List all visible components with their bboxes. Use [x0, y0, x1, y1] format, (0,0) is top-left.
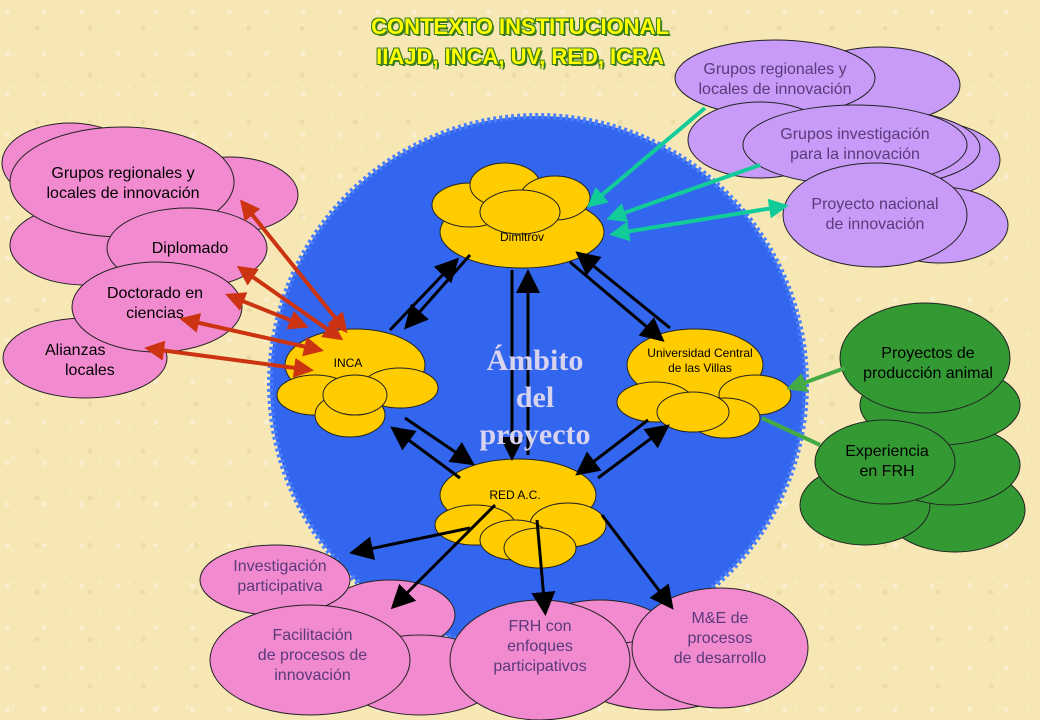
center-line-2: del — [515, 381, 555, 414]
right-experiencia-label: Experiencia en FRH — [812, 442, 962, 482]
right-teal-arrows — [586, 106, 789, 242]
right-grupos-investigacion-line-1: Grupos investigación — [780, 126, 930, 143]
bottom-facilitacion-label: Facilitación de procesos de innovación — [225, 626, 400, 686]
left-alianzas-line-2: locales — [65, 362, 115, 379]
left-grupos-line-1: Grupos regionales y — [51, 165, 195, 182]
left-diplomado-label: Diplomado — [151, 240, 229, 257]
right-green-cluster — [799, 302, 1026, 553]
bottom-me-label: M&E de procesos de desarrollo — [640, 609, 800, 669]
hub-uv — [616, 328, 792, 439]
bottom-investigacion-line-1: Investigación — [233, 558, 327, 575]
right-experiencia-line-2: en FRH — [859, 463, 915, 480]
right-grupos-investigacion-line-2: para la innovación — [790, 146, 920, 163]
hub-inca-label: INCA — [333, 356, 363, 370]
hub-uv-line-2: de las Villas — [668, 361, 732, 375]
hub-uv-line-1: Universidad Central — [647, 346, 753, 360]
right-grupos-regionales-line-1: Grupos regionales y — [703, 61, 847, 78]
left-grupos-label: Grupos regionales y locales de innovació… — [18, 164, 228, 204]
title-line-1: CONTEXTO INSTITUCIONAL — [371, 14, 669, 39]
left-doctorado-label: Doctorado en ciencias — [75, 284, 235, 324]
right-produccion-line-1: Proyectos de — [881, 345, 975, 362]
left-red-arrows — [144, 199, 348, 378]
bottom-me-line-1: M&E de — [691, 610, 749, 627]
hub-uv-label: Universidad Central de las Villas — [630, 346, 770, 376]
bottom-frh-line-1: FRH con — [508, 618, 572, 635]
center-line-1: Ámbito — [486, 344, 584, 377]
hub-dimitrov — [431, 162, 605, 269]
bottom-investigacion-line-2: participativa — [237, 578, 323, 595]
bottom-frh-label: FRH con enfoques participativos — [460, 617, 620, 677]
right-grupos-regionales-label: Grupos regionales y locales de innovació… — [670, 60, 880, 100]
title-line-2: IIAJD, INCA, UV, RED, ICRA — [376, 44, 664, 69]
left-grupos-line-2: locales de innovación — [46, 185, 200, 202]
right-produccion-line-2: producción animal — [863, 365, 993, 382]
bottom-frh-line-2: enfoques — [507, 638, 573, 655]
hub-arrows — [349, 251, 674, 616]
right-purple-cluster — [674, 39, 1009, 268]
bottom-me-line-3: de desarrollo — [673, 650, 767, 667]
right-green-arrows — [761, 366, 846, 447]
bottom-me-line-2: procesos — [687, 630, 753, 647]
center-label: Ámbito del proyecto — [460, 342, 610, 453]
right-produccion-label: Proyectos de producción animal — [838, 344, 1018, 384]
right-proyecto-nacional-label: Proyecto nacional de innovación — [780, 195, 970, 235]
bottom-pink-cluster — [199, 544, 809, 720]
bottom-investigacion-label: Investigación participativa — [200, 557, 360, 597]
left-doctorado-line-1: Doctorado en — [106, 285, 204, 302]
left-alianzas-label: Alianzas locales — [35, 341, 145, 381]
right-grupos-regionales-line-2: locales de innovación — [698, 81, 852, 98]
hub-inca — [276, 328, 439, 438]
diagram-title: CONTEXTO INSTITUCIONAL IIAJD, INCA, UV, … — [260, 12, 780, 72]
left-pink-cluster — [1, 122, 299, 399]
right-proyecto-line-1: Proyecto nacional — [811, 196, 939, 213]
center-line-3: proyecto — [479, 418, 591, 451]
left-doctorado-line-2: ciencias — [126, 305, 184, 322]
left-alianzas-line-1: Alianzas — [45, 342, 106, 359]
right-proyecto-line-2: de innovación — [825, 216, 925, 233]
right-experiencia-line-1: Experiencia — [845, 443, 929, 460]
right-grupos-investigacion-label: Grupos investigación para la innovación — [745, 125, 965, 165]
bottom-facilitacion-line-3: innovación — [274, 667, 351, 684]
hub-dimitrov-label: Dimitrov — [500, 230, 544, 244]
hub-red-label: RED A.C. — [489, 488, 541, 502]
bottom-facilitacion-line-1: Facilitación — [272, 627, 353, 644]
bottom-facilitacion-line-2: de procesos de — [257, 647, 368, 664]
bottom-frh-line-3: participativos — [493, 658, 587, 675]
